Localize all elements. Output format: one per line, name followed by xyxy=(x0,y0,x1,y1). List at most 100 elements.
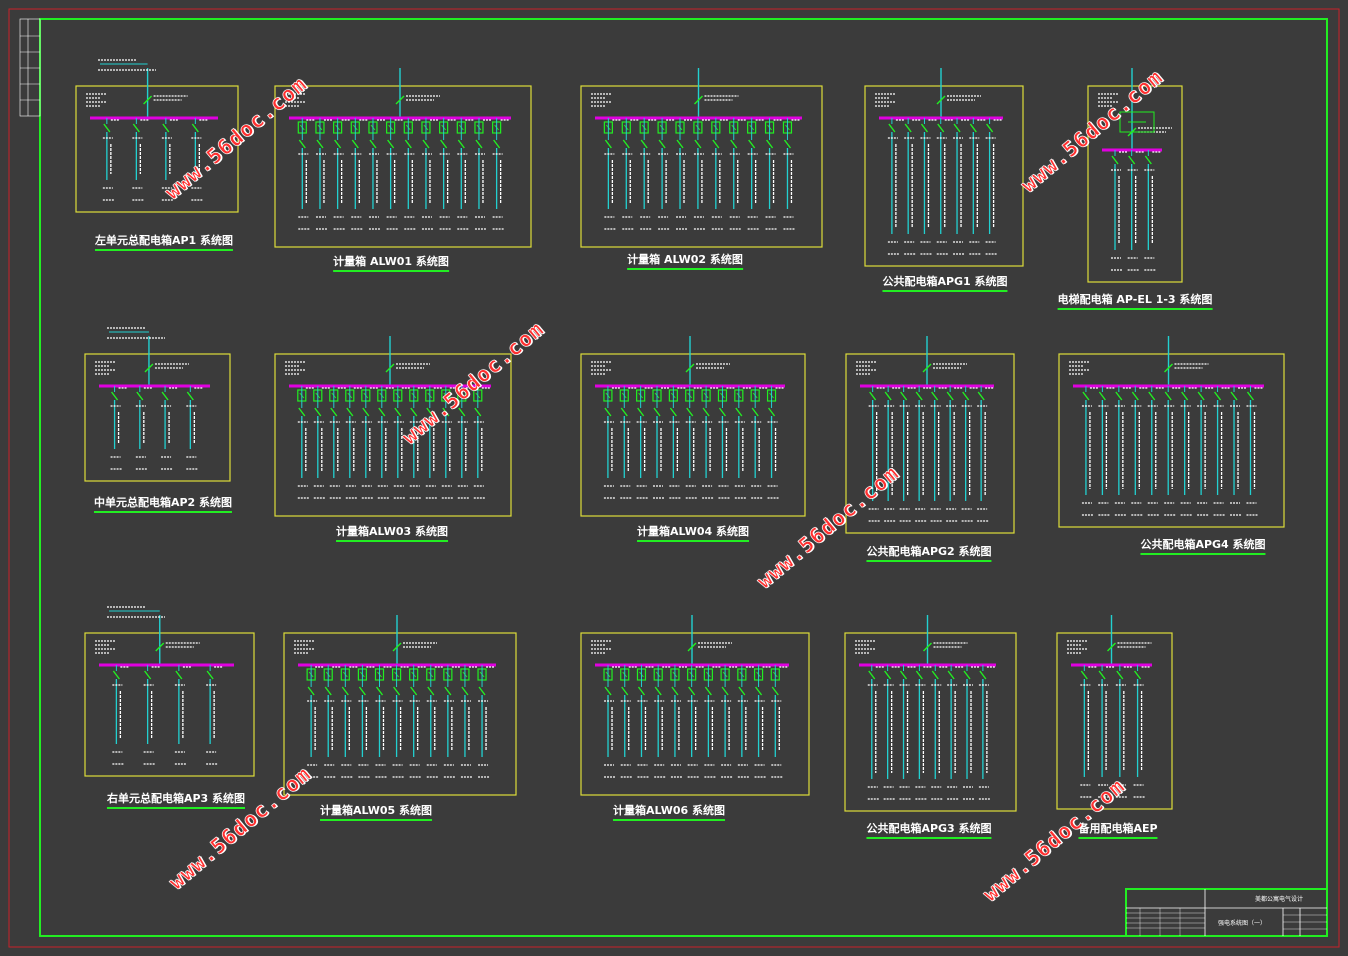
breaker-symbol xyxy=(346,407,354,417)
breaker-symbol xyxy=(671,686,679,696)
breaker-symbol xyxy=(393,686,401,696)
feeder-circuit xyxy=(345,386,362,499)
breaker-symbol xyxy=(900,391,908,401)
breaker-symbol xyxy=(767,407,776,417)
feeder-circuit xyxy=(333,118,350,230)
breaker-symbol xyxy=(394,407,402,417)
feeder-circuit xyxy=(603,665,621,778)
feeder-circuit xyxy=(132,118,149,201)
feeder-circuit xyxy=(1180,386,1197,516)
panel-caption-alw03: 计量箱ALW03 系统图 xyxy=(336,525,448,542)
panel-caption-ap1: 左单元总配电箱AP1 系统图 xyxy=(94,234,234,251)
feeder-circuit xyxy=(474,118,491,230)
panel-caption-alw05: 计量箱ALW05 系统图 xyxy=(320,804,432,821)
feeder-circuit xyxy=(620,665,637,778)
breaker-symbol xyxy=(457,139,465,149)
panel-box xyxy=(1056,632,1173,810)
feeder-circuit xyxy=(477,665,495,778)
breaker-symbol xyxy=(884,670,892,680)
breaker-symbol xyxy=(1098,391,1106,401)
breaker-symbol xyxy=(868,670,876,680)
breaker-symbol xyxy=(640,139,648,149)
feeder-circuit xyxy=(1127,150,1144,271)
breaker-symbol xyxy=(676,139,684,149)
panel-caption-ap3: 右单元总配电箱AP3 系统图 xyxy=(106,792,246,809)
distribution-panel-6 xyxy=(84,327,231,482)
feeder-circuit xyxy=(1115,665,1132,798)
feeder-circuit xyxy=(1081,386,1098,516)
feeder-circuit xyxy=(977,386,994,522)
panel-box xyxy=(274,85,532,248)
feeder-circuit xyxy=(947,665,964,800)
feeder-circuit xyxy=(1147,386,1164,516)
feeder-circuit xyxy=(1144,150,1161,271)
breaker-symbol xyxy=(604,139,612,149)
distribution-panel-7 xyxy=(274,336,512,517)
distribution-panel-1 xyxy=(75,59,239,213)
feeder-circuit xyxy=(386,118,403,230)
panel-box xyxy=(274,353,512,517)
feeder-circuit xyxy=(603,118,621,230)
feeder-circuit xyxy=(1080,665,1097,798)
feeder-circuit xyxy=(766,386,784,499)
feeder-circuit xyxy=(867,665,884,800)
feeder-circuit xyxy=(403,118,421,230)
feeder-circuit xyxy=(161,118,178,201)
breaker-symbol xyxy=(404,139,412,149)
feeder-circuit xyxy=(1213,386,1230,516)
breaker-symbol xyxy=(1148,391,1156,401)
feeder-circuit xyxy=(969,118,986,255)
breaker-symbol xyxy=(136,391,144,401)
feeder-circuit xyxy=(1114,386,1131,516)
feeder-circuit xyxy=(636,386,653,499)
breaker-symbol xyxy=(771,686,779,696)
breaker-symbol xyxy=(915,670,923,680)
feeder-circuit xyxy=(621,118,639,230)
feeder-circuit xyxy=(887,118,904,255)
breaker-symbol xyxy=(461,686,469,696)
feeder-circuit xyxy=(313,386,330,499)
feeder-circuit xyxy=(1164,386,1181,516)
feeder-circuit xyxy=(350,118,368,230)
breaker-symbol xyxy=(378,407,386,417)
feeder-circuit xyxy=(426,665,443,778)
breaker-symbol xyxy=(186,391,194,401)
breaker-symbol xyxy=(162,123,170,133)
panel-caption-apg2: 公共配电箱APG2 系统图 xyxy=(866,545,992,562)
feeder-circuit xyxy=(675,118,693,230)
distribution-panel-9 xyxy=(845,336,1015,534)
breaker-symbol xyxy=(1115,391,1123,401)
breaker-symbol xyxy=(427,686,435,696)
panel-box xyxy=(283,632,517,796)
feeder-circuit xyxy=(143,665,160,765)
breaker-symbol xyxy=(620,407,628,417)
breaker-symbol xyxy=(316,139,324,149)
feeder-circuit xyxy=(191,118,208,201)
breaker-symbol xyxy=(637,686,646,696)
breaker-symbol xyxy=(1080,670,1088,680)
title-block-project: 美都公寓电气设计 xyxy=(1255,896,1304,903)
breaker-symbol xyxy=(765,139,774,149)
panel-box xyxy=(1087,85,1183,283)
breaker-symbol xyxy=(748,139,756,149)
feeder-circuit xyxy=(915,665,932,800)
breaker-symbol xyxy=(653,407,661,417)
breaker-symbol xyxy=(694,139,702,149)
feeder-circuit xyxy=(729,118,746,230)
feeder-circuit xyxy=(899,665,916,800)
breaker-symbol xyxy=(962,391,970,401)
breaker-symbol xyxy=(1082,391,1090,401)
breaker-symbol xyxy=(112,670,120,680)
panel-caption-apg3: 公共配电箱APG3 系统图 xyxy=(866,822,992,839)
breaker-symbol xyxy=(1134,670,1142,680)
breaker-symbol xyxy=(977,391,985,401)
breaker-symbol xyxy=(475,139,483,149)
feeder-circuit xyxy=(764,118,782,230)
feeder-circuit xyxy=(306,665,324,778)
breaker-symbol xyxy=(175,670,183,680)
breaker-symbol xyxy=(144,670,152,680)
breaker-symbol xyxy=(604,407,612,417)
feeder-circuit xyxy=(668,386,686,499)
binding-margin-strip xyxy=(19,18,41,117)
feeder-circuit xyxy=(931,665,948,800)
